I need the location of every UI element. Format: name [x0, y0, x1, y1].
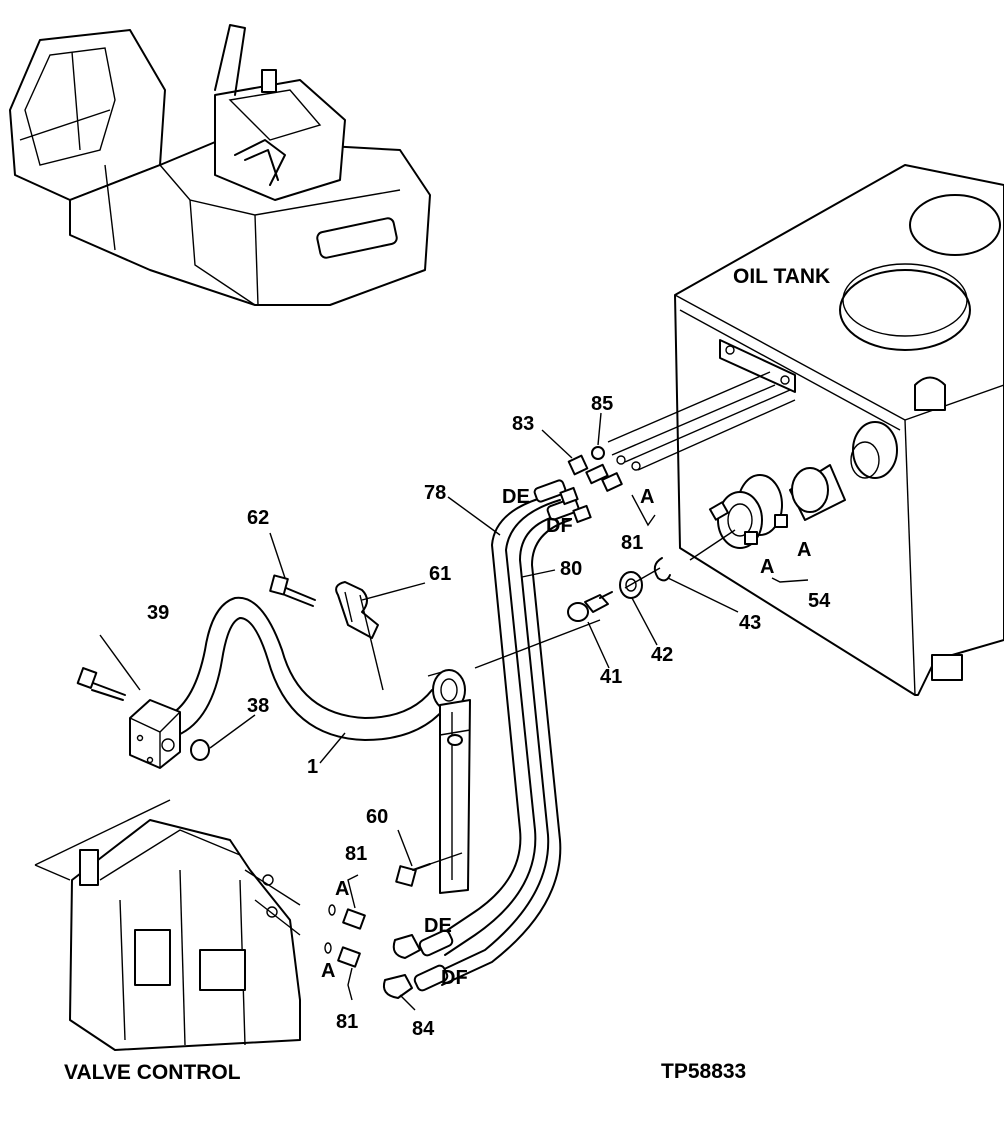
- callout-54: 54: [808, 590, 831, 612]
- port-label-df-top: DF: [546, 515, 573, 537]
- clamp-61-illustration: [335, 581, 384, 691]
- callout-83: 83: [512, 413, 534, 435]
- callout-61: 61: [429, 563, 451, 585]
- callout-85: 85: [591, 393, 613, 415]
- bracket-60-illustration: [395, 699, 471, 894]
- ref-a-54-right: A: [797, 539, 811, 561]
- oil-tank-illustration: [674, 164, 1004, 696]
- ref-a-top: A: [640, 486, 654, 508]
- callout-42: 42: [651, 644, 673, 666]
- port-label-df-bottom: DF: [441, 967, 468, 989]
- callout-39: 39: [147, 602, 169, 624]
- callout-62: 62: [247, 507, 269, 529]
- ref-a-54-left: A: [760, 556, 774, 578]
- callout-81-valve-lower: 81: [336, 1011, 358, 1033]
- leader-lines: [99, 412, 809, 1011]
- port-label-de-top: DE: [502, 486, 530, 508]
- callout-60: 60: [366, 806, 388, 828]
- snap-ring-43-illustration: [653, 557, 671, 582]
- fittings-81-valve-illustration: [324, 904, 366, 968]
- callout-78: 78: [424, 482, 446, 504]
- fittings-83-85-81-illustration: [567, 446, 641, 492]
- callout-41: 41: [600, 666, 622, 688]
- callout-43: 43: [739, 612, 761, 634]
- flange-block-illustration: [129, 699, 210, 769]
- callout-81-top: 81: [621, 532, 643, 554]
- callout-81-valve-upper: 81: [345, 843, 367, 865]
- callout-84: 84: [412, 1018, 435, 1040]
- plug-41-illustration: [567, 591, 613, 622]
- valve-control-illustration: [34, 799, 301, 1051]
- excavator-overview-illustration: [9, 24, 431, 306]
- port-label-de-bottom: DE: [424, 915, 452, 937]
- callout-38: 38: [247, 695, 269, 717]
- ref-a-valve-upper: A: [335, 878, 349, 900]
- bolt-39-illustration: [76, 667, 126, 701]
- callout-80: 80: [560, 558, 582, 580]
- hoses-78-80-illustration: [382, 479, 592, 999]
- callout-1: 1: [307, 756, 318, 778]
- oil-tank-label: OIL TANK: [733, 265, 830, 288]
- bolt-62-illustration: [269, 574, 316, 607]
- drawing-id: TP58833: [661, 1060, 746, 1083]
- pipe-1-illustration: [169, 596, 466, 741]
- valve-control-label: VALVE CONTROL: [64, 1061, 241, 1084]
- ref-a-valve-lower: A: [321, 960, 335, 982]
